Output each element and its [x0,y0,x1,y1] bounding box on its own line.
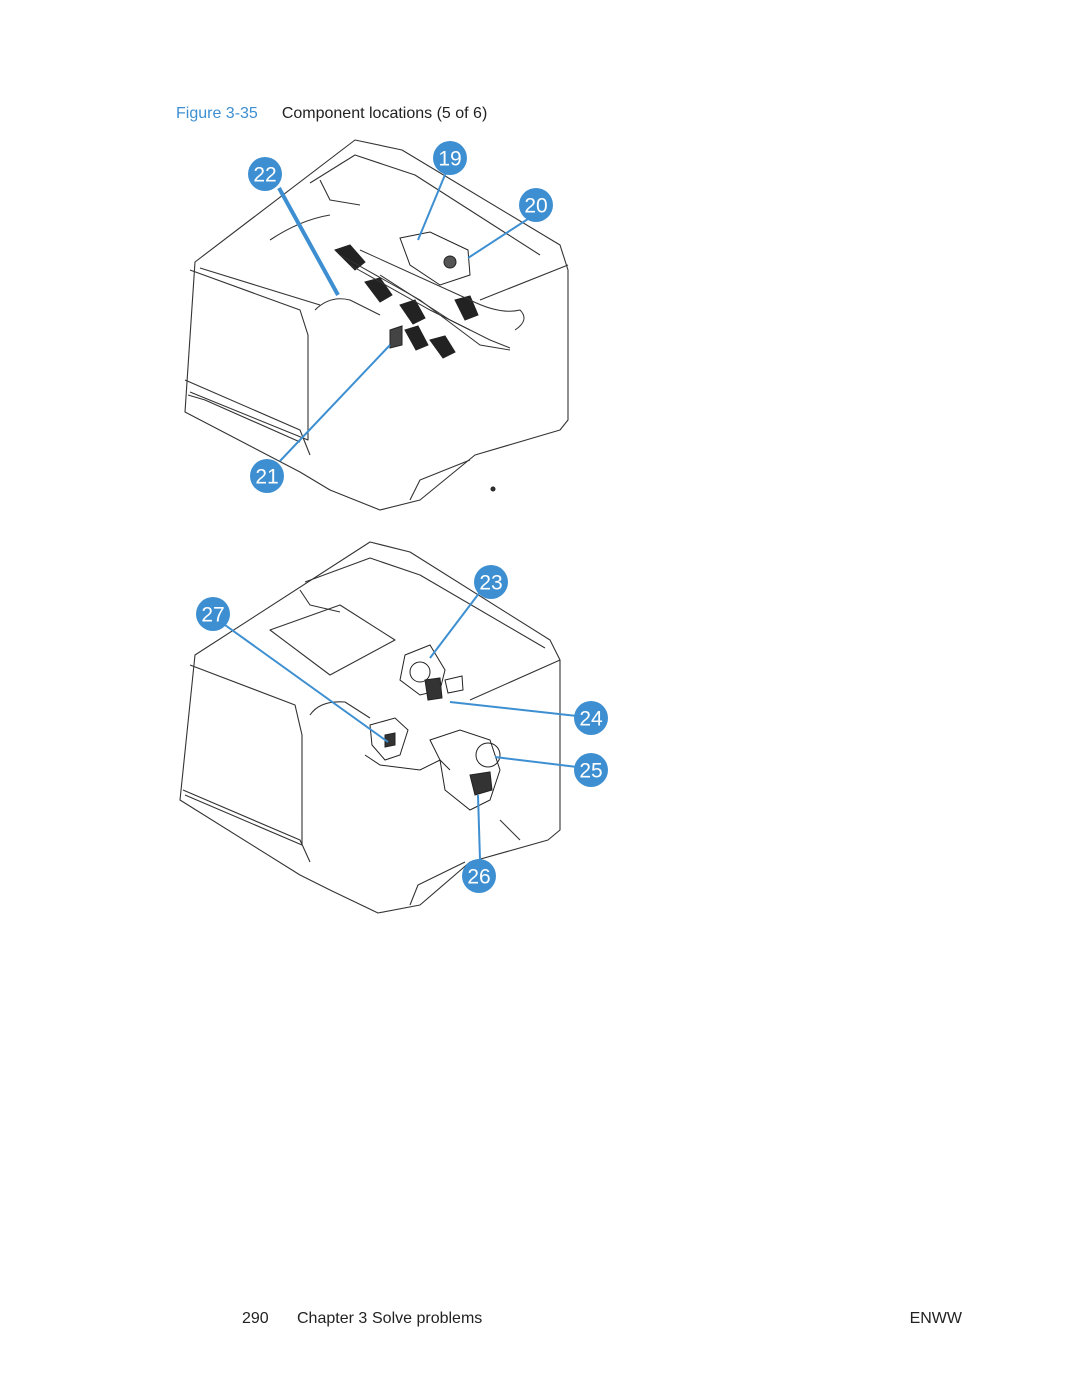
upper-printer-illustration [184,139,569,511]
figure-title: Component locations (5 of 6) [281,105,488,122]
callout-23: 23 [474,565,508,599]
figure-label: Figure 3-35 [176,105,258,122]
lower-printer-illustration [179,541,561,914]
lower-internal-components [364,486,501,811]
upper-internal-components [334,231,479,359]
callout-20: 20 [519,188,553,222]
svg-text:25: 25 [579,760,602,783]
svg-text:24: 24 [579,708,603,731]
page-number: 290 [242,1310,269,1327]
svg-text:22: 22 [253,164,276,187]
callout-24: 24 [574,701,608,735]
callout-25: 25 [574,753,608,787]
lower-leader-lines [224,591,578,861]
figure-caption: Figure 3-35 Component locations (5 of 6) [176,105,487,123]
upper-leader-lines [277,169,532,462]
callout-21: 21 [250,459,284,493]
callout-22: 22 [248,157,282,191]
svg-text:26: 26 [467,866,490,889]
svg-text:20: 20 [524,195,547,218]
svg-text:27: 27 [201,604,224,627]
svg-text:23: 23 [479,572,502,595]
locale-tag: ENWW [909,1310,962,1327]
upper-cable-lines [339,249,525,351]
svg-text:19: 19 [438,148,461,171]
chapter-title: Solve problems [372,1310,483,1327]
callout-27: 27 [196,597,230,631]
callout-26: 26 [462,859,496,893]
svg-text:21: 21 [255,466,278,489]
chapter-label: Chapter 3 [297,1310,368,1327]
callout-19: 19 [433,141,467,175]
